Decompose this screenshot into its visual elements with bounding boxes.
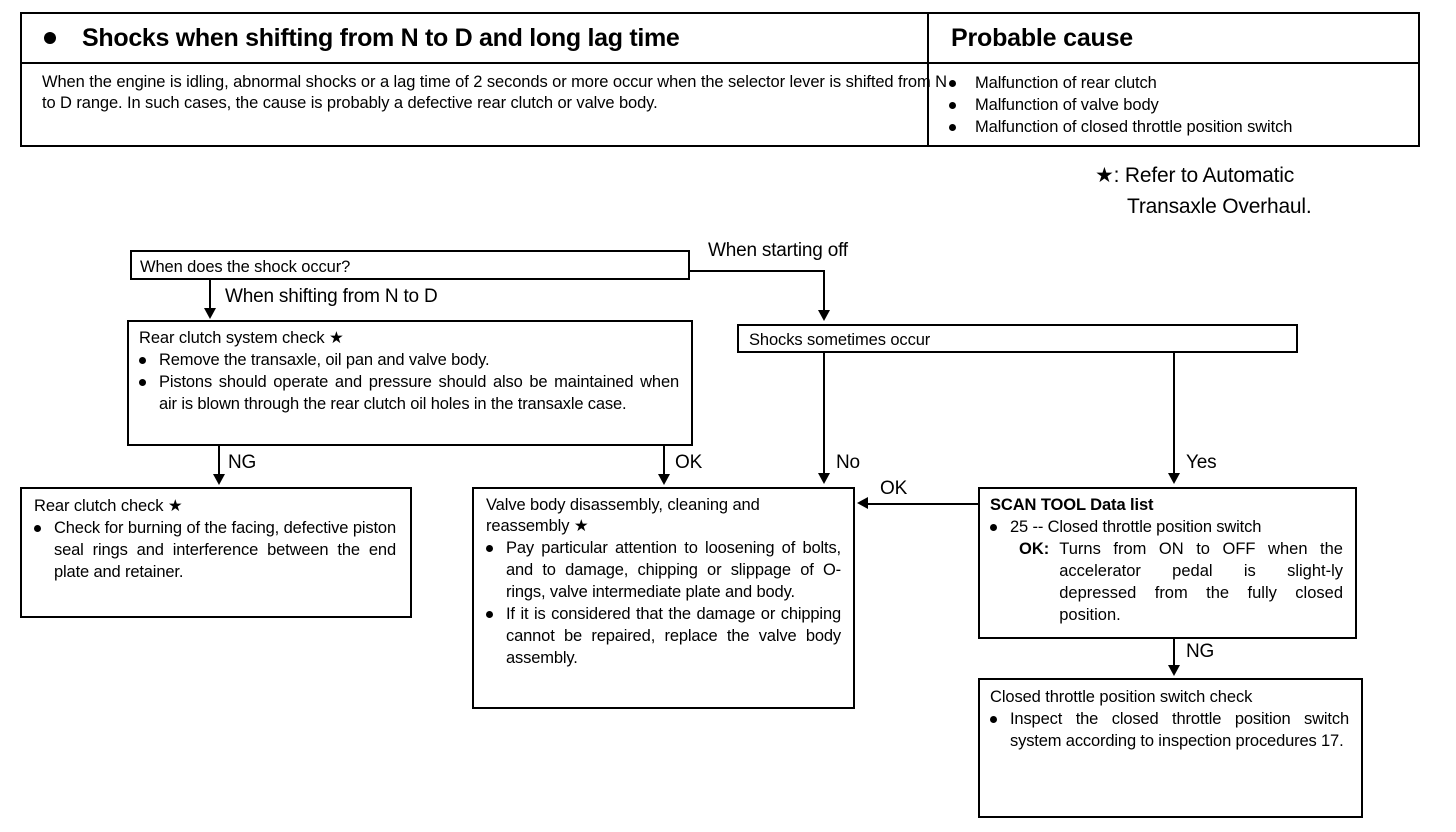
edge-label-yes: Yes <box>1186 452 1217 473</box>
edge-label-ng-right: NG <box>1186 641 1215 662</box>
bullet-icon <box>949 80 956 87</box>
symptom-table: Shocks when shifting from N to D and lon… <box>20 12 1420 147</box>
symptom-description-text: When the engine is idling, abnormal shoc… <box>42 73 947 112</box>
list-item: 25 -- Closed throttle position switch <box>990 516 1343 538</box>
list-item: Malfunction of valve body <box>949 94 1410 116</box>
edge-label-ng-left: NG <box>228 452 257 473</box>
edge-label-ok-right: OK <box>880 478 908 499</box>
arrow-left-icon <box>857 497 868 509</box>
box-title: SCAN TOOL Data list <box>990 496 1154 514</box>
bullet-icon <box>949 124 956 131</box>
box-title: Rear clutch system check ★ <box>139 329 344 347</box>
connector-shocks-no <box>823 353 825 475</box>
connector-q-to-rcs <box>209 280 211 310</box>
list-item: Remove the transaxle, oil pan and valve … <box>139 349 679 371</box>
bullet-icon <box>486 545 493 552</box>
list-item: Malfunction of rear clutch <box>949 72 1410 94</box>
bullet-icon <box>44 32 56 44</box>
arrow-down-icon <box>1168 473 1180 484</box>
box-title: Valve body disassembly, cleaning and rea… <box>486 496 760 535</box>
box-title: Closed throttle position switch check <box>990 688 1253 706</box>
list-item-text: Check for burning of the facing, defecti… <box>54 519 396 581</box>
symptom-header-cell: Shocks when shifting from N to D and lon… <box>22 14 927 62</box>
footnote-line-1: ★: Refer to Automatic <box>1095 164 1295 187</box>
edge-label-no: No <box>836 452 860 473</box>
edge-label-ok-mid: OK <box>675 452 703 473</box>
question-box-title: When does the shock occur? <box>140 258 351 276</box>
list-item-text: Pistons should operate and pressure shou… <box>159 373 679 413</box>
list-item: Check for burning of the facing, defecti… <box>34 517 396 583</box>
connector-q-right <box>690 270 825 272</box>
connector-scan-to-valvebody <box>868 503 980 505</box>
bullet-icon <box>949 102 956 109</box>
list-item-text: Pay particular attention to loosening of… <box>506 539 841 601</box>
connector-rcs-ok <box>663 446 665 476</box>
arrow-down-icon <box>658 474 670 485</box>
list-item: Malfunction of closed throttle position … <box>949 116 1410 138</box>
arrow-down-icon <box>818 473 830 484</box>
probable-cause-list-cell: Malfunction of rear clutch Malfunction o… <box>929 62 1418 145</box>
ok-criteria-row: OK: Turns from ON to OFF when the accele… <box>990 538 1343 626</box>
box-title: Rear clutch check ★ <box>34 497 183 515</box>
list-item-text: If it is considered that the damage or c… <box>506 605 841 667</box>
box-title: Shocks sometimes occur <box>749 331 931 349</box>
connector-to-shocks <box>823 270 825 312</box>
connector-scan-ng <box>1173 639 1175 667</box>
arrow-down-icon <box>1168 665 1180 676</box>
footnote: ★: Refer to Automatic Transaxle Overhaul… <box>1095 160 1435 222</box>
valve-body-disassembly-box: Valve body disassembly, cleaning and rea… <box>472 487 855 709</box>
closed-throttle-switch-check-box: Closed throttle position switch check In… <box>978 678 1363 818</box>
connector-shocks-yes <box>1173 353 1175 475</box>
scan-tool-data-list-box: SCAN TOOL Data list 25 -- Closed throttl… <box>978 487 1357 639</box>
arrow-down-icon <box>213 474 225 485</box>
shocks-sometimes-occur-box: Shocks sometimes occur <box>737 324 1298 353</box>
bullet-icon <box>34 525 41 532</box>
list-item: Inspect the closed throttle position swi… <box>990 708 1349 752</box>
list-item-text: Inspect the closed throttle position swi… <box>1010 710 1349 750</box>
symptom-table-header-row <box>22 14 1418 64</box>
ok-text: Turns from ON to OFF when the accelerato… <box>1059 540 1343 624</box>
symptom-header-title: Shocks when shifting from N to D and lon… <box>82 23 680 52</box>
question-box: When does the shock occur? <box>130 250 690 280</box>
list-item: Pistons should operate and pressure shou… <box>139 371 679 415</box>
symptom-description-cell: When the engine is idling, abnormal shoc… <box>22 62 961 145</box>
arrow-down-icon <box>818 310 830 321</box>
ok-label: OK: <box>1019 540 1050 558</box>
cause-text: Malfunction of valve body <box>975 96 1159 114</box>
edge-label-when-starting-off: When starting off <box>708 240 848 261</box>
cause-text: Malfunction of closed throttle position … <box>975 118 1293 136</box>
list-item-text: 25 -- Closed throttle position switch <box>1010 518 1262 536</box>
bullet-icon <box>139 379 146 386</box>
list-item: If it is considered that the damage or c… <box>486 603 841 669</box>
bullet-icon <box>139 357 146 364</box>
footnote-line-2: Transaxle Overhaul. <box>1127 195 1312 218</box>
edge-label-when-shifting: When shifting from N to D <box>225 286 438 307</box>
cause-text: Malfunction of rear clutch <box>975 74 1157 92</box>
arrow-down-icon <box>204 308 216 319</box>
bullet-icon <box>990 716 997 723</box>
bullet-icon <box>990 524 997 531</box>
list-item-text: Remove the transaxle, oil pan and valve … <box>159 351 490 369</box>
rear-clutch-check-box: Rear clutch check ★ Check for burning of… <box>20 487 412 618</box>
probable-cause-header-cell: Probable cause <box>929 14 1418 62</box>
probable-cause-header-title: Probable cause <box>951 23 1134 52</box>
rear-clutch-system-check-box: Rear clutch system check ★ Remove the tr… <box>127 320 693 446</box>
symptom-table-column-divider <box>927 14 929 145</box>
bullet-icon <box>486 611 493 618</box>
connector-rcs-ng <box>218 446 220 476</box>
list-item: Pay particular attention to loosening of… <box>486 537 841 603</box>
